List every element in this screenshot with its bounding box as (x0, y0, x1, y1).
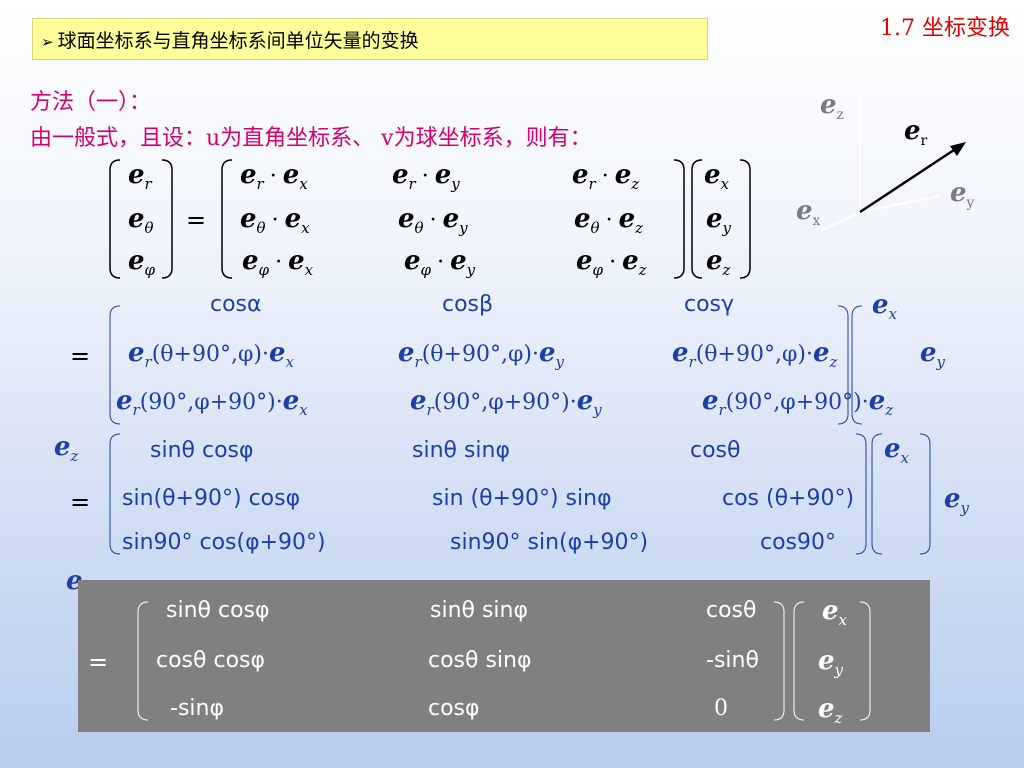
matrix-cell: sin90° cos(φ+90°) (122, 530, 326, 555)
method-heading: 方法（一）： (30, 90, 152, 115)
slide-title-text: 球面坐标系与直角坐标系间单位矢量的变换 (57, 30, 419, 52)
er-axis-label: er (904, 116, 928, 150)
left-bracket (109, 159, 121, 279)
right-bracket (855, 433, 867, 555)
matrix-cell: er(90°,φ+90°)·ex (116, 386, 308, 420)
cos-gamma: cosγ (684, 292, 735, 317)
vec-ey: ey (818, 646, 844, 680)
left-bracket (691, 159, 703, 279)
left-bracket (221, 159, 233, 279)
matrix-cell: er(90°,φ+90°)·ey (410, 386, 602, 420)
result-cell: cosθ sinφ (428, 648, 532, 673)
result-cell: sinθ sinφ (430, 598, 529, 623)
left-bracket (871, 433, 883, 555)
result-panel: sinθ cosφ sinθ sinφ cosθ ex = cosθ cosφ … (78, 580, 930, 732)
vec-ey: ey (944, 484, 970, 518)
matrix-cell: cosθ (690, 438, 741, 463)
result-cell: cosθ (706, 598, 757, 623)
title-banner: ➢球面坐标系与直角坐标系间单位矢量的变换 (32, 18, 708, 60)
matrix-cell: eθ·ex (240, 204, 310, 238)
right-bracket (673, 159, 685, 279)
vec-ey: ey (706, 204, 732, 238)
result-cell: sinθ cosφ (166, 598, 270, 623)
matrix-cell: eθ·ez (574, 204, 644, 238)
result-cell: cosφ (428, 696, 480, 721)
matrix-cell: eθ·ey (398, 204, 468, 238)
matrix-cell: sin (θ+90°) sinφ (432, 486, 612, 511)
result-cell: -sinθ (706, 648, 759, 673)
matrix-cell: sinθ cosφ (150, 438, 254, 463)
matrix-cell: er·ey (392, 160, 460, 194)
vec-etheta: eθ (128, 204, 154, 238)
intro-line: 由一般式，且设：u为直角坐标系、 v为球坐标系，则有： (30, 126, 592, 151)
right-bracket (739, 159, 751, 279)
matrix-cell: sin(θ+90°) cosφ (122, 486, 301, 511)
matrix-cell: er·ex (240, 160, 308, 194)
ez-axis-label: ez (820, 90, 844, 124)
left-bracket (793, 601, 805, 721)
vec-ex: ex (884, 434, 910, 468)
equals-sign: = (70, 488, 91, 516)
slide-title: ➢球面坐标系与直角坐标系间单位矢量的变换 (41, 26, 419, 53)
matrix-cell: er·ez (572, 160, 640, 194)
vec-er: er (128, 160, 152, 194)
matrix-cell: er(90°,φ+90°)·ez (702, 386, 894, 420)
matrix-cell: er(θ+90°,φ)·ex (128, 338, 294, 372)
section-heading: 1.7 坐标变换 (880, 16, 1010, 41)
ey-axis-label: ey (950, 178, 975, 212)
right-bracket (859, 601, 871, 721)
right-bracket (837, 305, 849, 425)
vec-ey: ey (920, 338, 946, 372)
vec-ez: ez (54, 432, 79, 466)
er-arrowhead-icon (950, 142, 966, 156)
x-axis (821, 211, 861, 231)
matrix-cell: er(θ+90°,φ)·ey (398, 338, 564, 372)
vec-ephi: eφ (128, 246, 156, 280)
ex-axis-label: ex (796, 196, 821, 230)
left-bracket (109, 433, 121, 555)
vec-ex: ex (872, 290, 898, 324)
cos-beta: cosβ (442, 292, 494, 317)
matrix-cell: sinθ sinφ (412, 438, 511, 463)
equals-sign: = (70, 342, 91, 370)
cos-alpha: cosα (210, 292, 262, 317)
left-bracket (109, 305, 121, 425)
matrix-cell: cos (θ+90°) (722, 486, 855, 511)
axes-diagram (821, 94, 966, 231)
equals-sign: = (186, 206, 207, 234)
arrow-bullet-icon: ➢ (41, 33, 54, 51)
vec-ez: ez (706, 246, 731, 280)
right-bracket (919, 433, 931, 555)
y-axis (859, 195, 941, 213)
right-bracket (161, 159, 173, 279)
left-bracket (137, 601, 149, 721)
vec-ez: ez (818, 694, 843, 728)
matrix-cell: eφ·ez (576, 246, 647, 280)
matrix-cell: eφ·ex (242, 246, 314, 280)
vec-ex: ex (822, 596, 848, 630)
left-bracket (851, 305, 863, 425)
vec-ex: ex (704, 160, 730, 194)
result-cell: -sinφ (170, 696, 224, 721)
matrix-cell: sin90° sin(φ+90°) (450, 530, 649, 555)
equals-sign: = (88, 648, 109, 676)
matrix-cell: cos90° (760, 530, 837, 555)
er-vector (859, 144, 961, 214)
right-bracket (773, 601, 785, 721)
matrix-cell: eφ·ey (404, 246, 476, 280)
result-cell: 0 (714, 696, 728, 721)
result-cell: cosθ cosφ (156, 648, 266, 673)
matrix-cell: er(θ+90°,φ)·ez (672, 338, 838, 372)
